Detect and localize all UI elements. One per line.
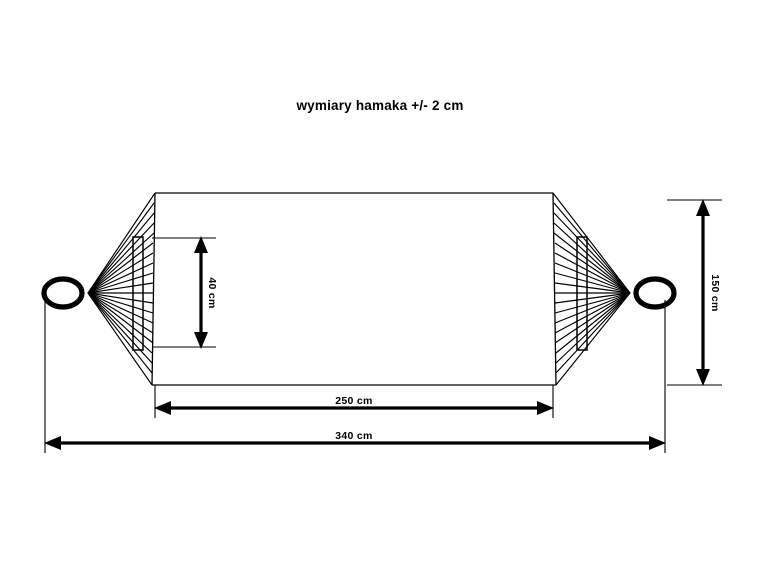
right-spreader-bar [576, 236, 588, 351]
arrowhead-340-right [649, 436, 666, 450]
arrowhead-250-left [154, 401, 171, 415]
dimension-40cm: 40 cm [152, 236, 218, 349]
body-left-edge [151, 192, 156, 386]
arrowhead-40-down [194, 332, 208, 349]
dimension-250cm: 250 cm [154, 385, 554, 418]
hammock-body [151, 192, 557, 386]
left-spreader-bar [132, 236, 144, 351]
left-suspension-ring [41, 276, 85, 310]
dimension-label-40cm: 40 cm [206, 277, 218, 308]
arrowhead-150-down [696, 369, 710, 386]
dimension-label-150cm: 150 cm [709, 274, 721, 311]
right-fan-strings [552, 192, 631, 386]
diagram-title: wymiary hamaka +/- 2 cm [295, 98, 463, 113]
left-fan-strings [87, 192, 156, 386]
arrowhead-150-up [696, 199, 710, 216]
dimension-150cm: 150 cm [667, 199, 722, 386]
dimension-340cm: 340 cm [44, 300, 666, 453]
arrowhead-250-right [537, 401, 554, 415]
arrowhead-340-left [44, 436, 61, 450]
body-right-edge [552, 192, 557, 386]
arrowhead-40-up [194, 236, 208, 253]
right-suspension-ring [633, 276, 677, 310]
dimension-label-250cm: 250 cm [335, 395, 372, 407]
dimension-label-340cm: 340 cm [335, 430, 372, 442]
